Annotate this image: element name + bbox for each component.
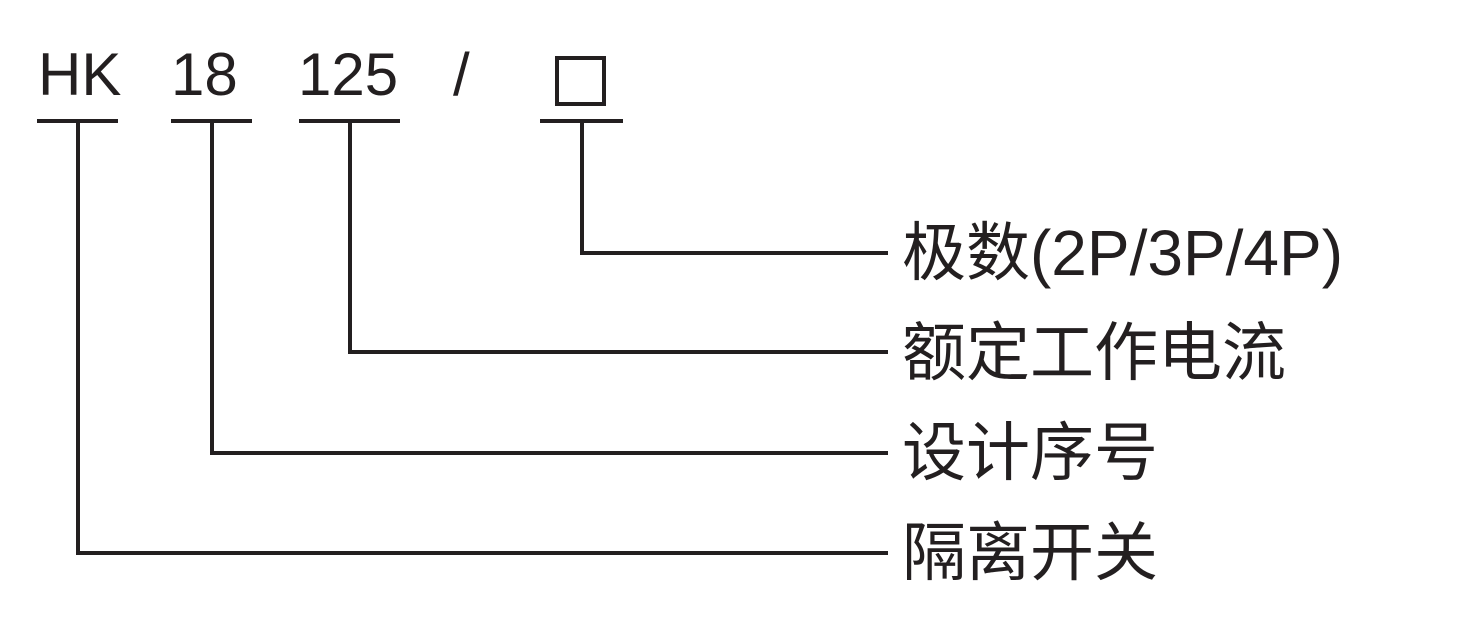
code-segment-rated-current: 125 (298, 41, 399, 108)
label-switch-type: 隔离开关 (902, 517, 1158, 589)
label-design-no: 设计序号 (902, 417, 1158, 489)
connector-line-design-no (210, 122, 888, 455)
underline-prefix (37, 119, 118, 123)
label-pole-count: 极数(2P/3P/4P) (902, 217, 1344, 289)
underline-design-no (171, 119, 252, 123)
underline-pole-count (540, 119, 623, 123)
underline-rated-current (299, 119, 400, 123)
connector-line-switch-type (76, 122, 888, 555)
pole-count-placeholder-box (555, 56, 606, 106)
connector-line-pole-count (580, 122, 888, 255)
connector-line-rated-current (348, 122, 888, 354)
code-segment-design-no: 18 (171, 41, 238, 108)
label-rated-current: 额定工作电流 (902, 317, 1286, 389)
code-segment-separator: / (453, 41, 470, 108)
code-segment-prefix: HK (38, 41, 122, 108)
